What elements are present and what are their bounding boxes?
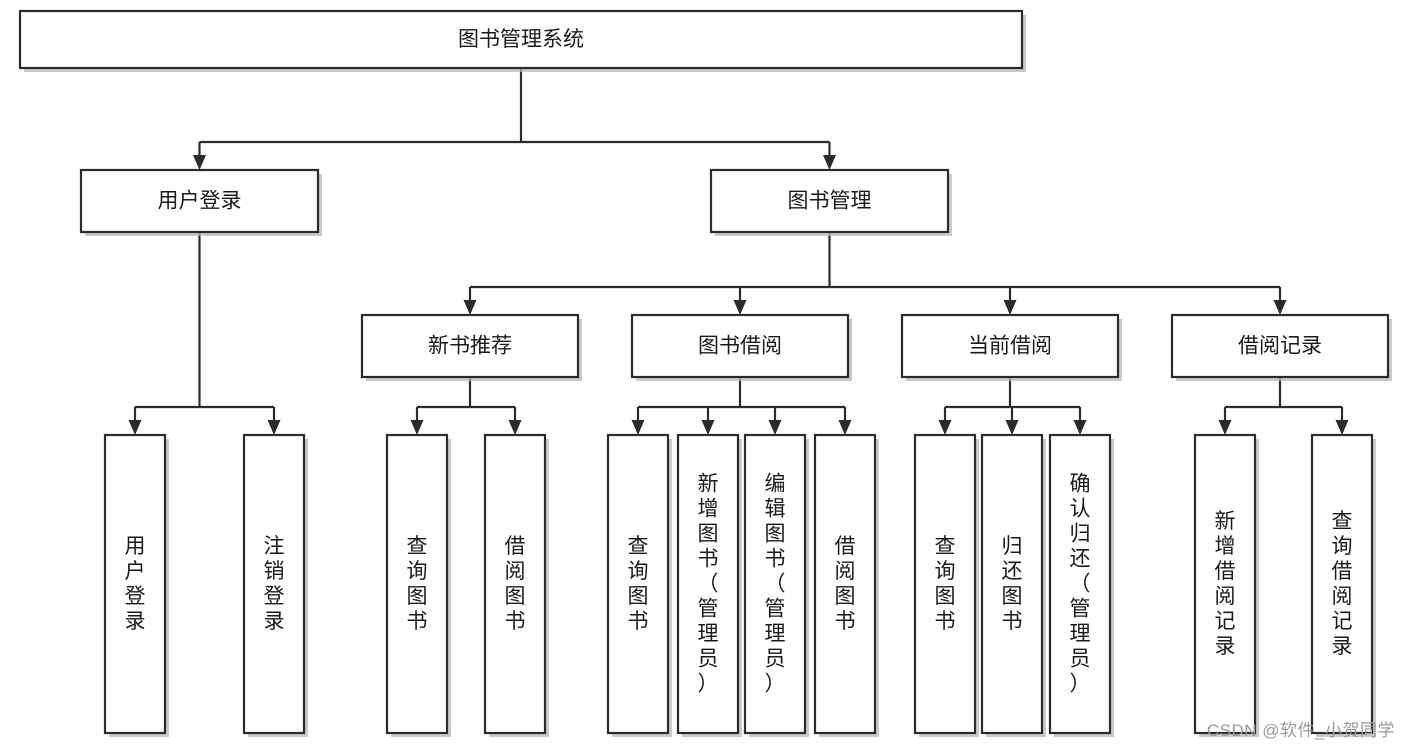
node-rect[interactable] — [18, 9, 1024, 70]
edge-group-current — [938, 377, 1087, 435]
node-rect[interactable] — [385, 433, 449, 735]
node-label: 查询图书 — [407, 535, 428, 633]
arrow-head — [1073, 420, 1087, 435]
node-label: 借阅记录 — [1238, 335, 1322, 358]
node-rect[interactable] — [630, 313, 850, 379]
node-leaf-add-record[interactable]: 新增借阅记录 — [1193, 433, 1259, 737]
arrow-head — [1335, 420, 1349, 435]
node-rect[interactable] — [1048, 433, 1112, 735]
node-rect[interactable] — [913, 433, 977, 735]
arrow-head — [193, 155, 206, 170]
node-leaf-edit-book[interactable]: 编辑图书（管理员） — [743, 433, 809, 737]
arrow-head — [838, 420, 852, 435]
node-leaf-logout[interactable]: 注销登录 — [242, 433, 308, 737]
node-leaf-borrow-book-1[interactable]: 借阅图书 — [483, 433, 549, 737]
node-bookmgmt[interactable]: 图书管理 — [709, 168, 952, 236]
node-leaf-add-book[interactable]: 新增图书（管理员） — [676, 433, 742, 737]
node-rect[interactable] — [743, 433, 807, 735]
arrow-head — [733, 300, 747, 315]
arrow-head — [823, 155, 836, 170]
arrow-head — [1005, 420, 1019, 435]
node-label: 查询图书 — [628, 535, 649, 633]
arrow-head — [768, 420, 782, 435]
node-label: 用户登录 — [125, 535, 146, 633]
node-label: 图书管理系统 — [458, 28, 584, 51]
node-rect[interactable] — [676, 433, 740, 735]
node-label: 图书管理 — [788, 190, 872, 213]
arrow-head — [410, 420, 424, 435]
node-leaf-query-book-2[interactable]: 查询图书 — [606, 433, 672, 737]
node-label: 归还图书 — [1002, 535, 1023, 633]
edge-group-newbook — [410, 377, 522, 435]
node-label: 新增图书（管理员） — [698, 473, 719, 696]
node-leaf-confirm-return[interactable]: 确认归还（管理员） — [1048, 433, 1114, 737]
node-leaf-user-login[interactable]: 用户登录 — [103, 433, 169, 737]
node-label: 查询借阅记录 — [1332, 510, 1353, 658]
edge-group-root — [193, 68, 836, 170]
node-label: 用户登录 — [158, 190, 242, 213]
node-label: 借阅图书 — [835, 535, 856, 633]
node-label: 图书借阅 — [698, 335, 782, 358]
arrow-head — [1218, 420, 1232, 435]
node-rect[interactable] — [242, 433, 306, 735]
node-layer: 图书管理系统用户登录图书管理新书推荐图书借阅当前借阅借阅记录用户登录注销登录查询… — [18, 9, 1392, 737]
node-login[interactable]: 用户登录 — [79, 168, 322, 236]
node-leaf-return-book[interactable]: 归还图书 — [980, 433, 1046, 737]
node-rect[interactable] — [1193, 433, 1257, 735]
node-rect[interactable] — [900, 313, 1120, 379]
node-rect[interactable] — [360, 313, 580, 379]
node-rect[interactable] — [103, 433, 167, 735]
node-leaf-query-book-1[interactable]: 查询图书 — [385, 433, 451, 737]
edge-group-bookmgmt — [463, 232, 1287, 315]
node-label: 当前借阅 — [968, 335, 1052, 358]
connector-layer — [128, 68, 1349, 435]
node-leaf-query-record[interactable]: 查询借阅记录 — [1310, 433, 1376, 737]
node-current[interactable]: 当前借阅 — [900, 313, 1122, 381]
node-rect[interactable] — [1310, 433, 1374, 735]
arrow-head — [128, 420, 142, 435]
node-label: 新书推荐 — [428, 335, 512, 358]
arrow-head — [701, 420, 715, 435]
arrow-head — [267, 420, 281, 435]
node-label: 借阅图书 — [505, 535, 526, 633]
node-newbook[interactable]: 新书推荐 — [360, 313, 582, 381]
arrow-head — [1003, 300, 1017, 315]
node-rect[interactable] — [483, 433, 547, 735]
node-leaf-query-book-3[interactable]: 查询图书 — [913, 433, 979, 737]
node-label: 查询图书 — [935, 535, 956, 633]
arrow-head — [631, 420, 645, 435]
arrow-head — [1273, 300, 1287, 315]
node-rect[interactable] — [813, 433, 877, 735]
arrow-head — [463, 300, 477, 315]
node-rect[interactable] — [606, 433, 670, 735]
node-rect[interactable] — [1170, 313, 1390, 379]
node-label: 新增借阅记录 — [1215, 510, 1236, 658]
node-records[interactable]: 借阅记录 — [1170, 313, 1392, 381]
node-label: 确认归还（管理员） — [1070, 473, 1091, 696]
arrow-head — [938, 420, 952, 435]
node-label: 注销登录 — [264, 535, 285, 633]
node-root[interactable]: 图书管理系统 — [18, 9, 1026, 72]
node-leaf-borrow-book-2[interactable]: 借阅图书 — [813, 433, 879, 737]
node-rect[interactable] — [709, 168, 950, 234]
node-borrow[interactable]: 图书借阅 — [630, 313, 852, 381]
node-label: 编辑图书（管理员） — [765, 473, 786, 696]
node-rect[interactable] — [79, 168, 320, 234]
edge-group-borrow — [631, 377, 852, 435]
arrow-head — [508, 420, 522, 435]
edge-group-login — [128, 232, 281, 435]
node-rect[interactable] — [980, 433, 1044, 735]
edge-group-records — [1218, 377, 1349, 435]
